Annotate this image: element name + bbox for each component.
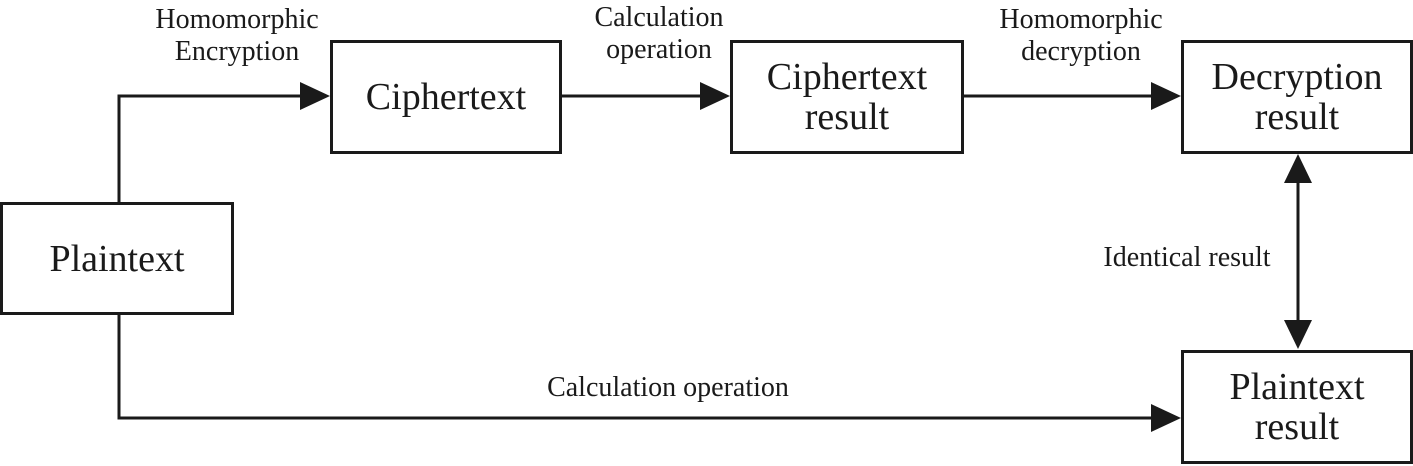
arrowhead-to-plaintext-result <box>1151 404 1181 432</box>
node-plaintext: Plaintext <box>0 202 234 315</box>
arrowhead-down-to-plaintext-result <box>1284 320 1312 349</box>
label-homomorphic-encryption: Homomorphic Encryption <box>155 4 319 67</box>
node-plaintext-result: Plaintext result <box>1181 350 1413 464</box>
node-ciphertext-result: Ciphertext result <box>730 40 964 154</box>
arrowhead-to-ciphertext <box>300 82 330 110</box>
arrowhead-up-to-decryption-result <box>1284 154 1312 183</box>
edge-calculation-operation-bottom <box>117 314 1153 420</box>
arrowhead-to-ciphertext-result <box>700 82 730 110</box>
arrowhead-to-decryption-result <box>1151 82 1181 110</box>
label-homomorphic-decryption: Homomorphic decryption <box>999 4 1163 67</box>
node-ciphertext: Ciphertext <box>330 40 562 154</box>
label-identical-result: Identical result <box>1082 242 1292 274</box>
label-calculation-operation-bottom: Calculation operation <box>547 372 789 403</box>
edge-homomorphic-encryption <box>117 94 302 203</box>
node-decryption-result: Decryption result <box>1181 40 1413 154</box>
label-calculation-operation-top: Calculation operation <box>594 2 724 65</box>
